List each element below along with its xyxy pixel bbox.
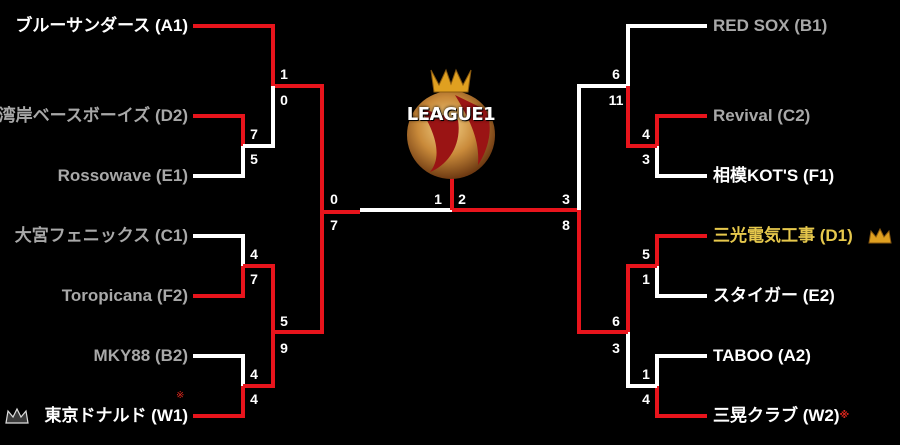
score: 1 (434, 191, 442, 207)
league-logo-icon (407, 68, 495, 179)
line-e2 (655, 266, 707, 298)
team-left-2[interactable]: 湾岸ベースボーイズ (D2) (0, 106, 188, 126)
score: 0 (330, 191, 338, 207)
score: 1 (642, 366, 650, 382)
line-left-r2-out (273, 212, 324, 334)
score: 3 (562, 191, 570, 207)
team-name: 東京ドナルド (W1) (44, 406, 188, 425)
score: 5 (280, 313, 288, 329)
score: 6 (612, 313, 620, 329)
crown-outline-icon (5, 407, 29, 424)
team-left-3[interactable]: Rossowave (E1) (58, 166, 188, 186)
score: 4 (250, 391, 258, 407)
team-right-7[interactable]: 三晃クラブ (W2)※ (713, 406, 849, 426)
logo-text: LEAGUE1 (406, 104, 496, 125)
score: 11 (608, 92, 624, 108)
score: 0 (280, 92, 288, 108)
crown-icon (868, 227, 892, 244)
score: 4 (250, 246, 258, 262)
team-right-1[interactable]: RED SOX (B1) (713, 16, 827, 36)
line-e1 (193, 146, 245, 178)
score: 7 (250, 126, 258, 142)
line-b2 (193, 354, 245, 386)
score: 4 (642, 391, 650, 407)
team-name: Revival (C2) (713, 106, 811, 125)
note-mark: ※ (839, 410, 850, 421)
line-w2-up (626, 332, 657, 388)
team-name: TABOO (A2) (713, 346, 811, 365)
score: 7 (330, 217, 338, 233)
team-left-5[interactable]: Toropicana (F2) (62, 286, 188, 306)
line-d2 (193, 114, 245, 146)
score: 4 (250, 366, 258, 382)
team-right-5[interactable]: スタイガー (E2) (713, 286, 835, 306)
team-left-1[interactable]: ブルーサンダース (A1) (15, 16, 188, 36)
score: 6 (612, 66, 620, 82)
note-mark: ※ (176, 390, 185, 401)
line-w1 (193, 386, 245, 418)
team-name: 三光電気工事 (D1) (713, 226, 853, 245)
score: 1 (280, 66, 288, 82)
team-name: スタイガー (E2) (713, 286, 835, 305)
line-d2-up (243, 86, 275, 148)
team-left-6[interactable]: MKY88 (B2) (94, 346, 188, 366)
team-name: 相模KOT'S (F1) (713, 166, 835, 185)
score: 3 (642, 151, 650, 167)
line-c1 (193, 234, 245, 266)
line-w2 (655, 386, 707, 418)
line-w1-up (243, 332, 275, 388)
team-name: MKY88 (B2) (93, 346, 188, 365)
score: 7 (250, 271, 258, 287)
team-right-6[interactable]: TABOO (A2) (713, 346, 811, 366)
team-left-7[interactable]: 東京ドナルド (W1) (44, 406, 188, 426)
team-name: RED SOX (B1) (713, 16, 828, 35)
team-right-2[interactable]: Revival (C2) (713, 106, 810, 126)
team-name: 湾岸ベースボーイズ (D2) (0, 106, 188, 125)
team-left-4[interactable]: 大宮フェニックス (C1) (15, 226, 188, 246)
score: 8 (562, 217, 570, 233)
score: 4 (642, 126, 650, 142)
score: 1 (642, 271, 650, 287)
line-d1-up (626, 264, 657, 332)
line-c2 (655, 114, 707, 146)
line-d1 (655, 234, 707, 266)
score: 9 (280, 340, 288, 356)
team-name: Rossowave (E1) (57, 166, 188, 185)
team-name: ブルーサンダース (A1) (15, 16, 188, 35)
score: 5 (250, 151, 258, 167)
score: 3 (612, 340, 620, 356)
line-f2 (193, 266, 245, 298)
line-b1 (626, 24, 707, 86)
line-f1 (655, 146, 707, 178)
team-name: 大宮フェニックス (C1) (14, 226, 188, 245)
score: 5 (642, 246, 650, 262)
line-c2-up (626, 86, 657, 148)
line-f2-up (243, 264, 275, 332)
score: 2 (458, 191, 466, 207)
line-r-top-out (577, 84, 628, 210)
team-name: 三晃クラブ (W2) (713, 406, 840, 425)
line-right-r2-out (577, 210, 628, 334)
team-right-4[interactable]: 三光電気工事 (D1) (713, 226, 853, 246)
line-a2 (655, 354, 707, 386)
line-a1 (193, 24, 275, 86)
team-right-3[interactable]: 相模KOT'S (F1) (713, 166, 834, 186)
team-name: Toropicana (F2) (61, 286, 188, 305)
line-a1-to-semi (273, 84, 324, 212)
